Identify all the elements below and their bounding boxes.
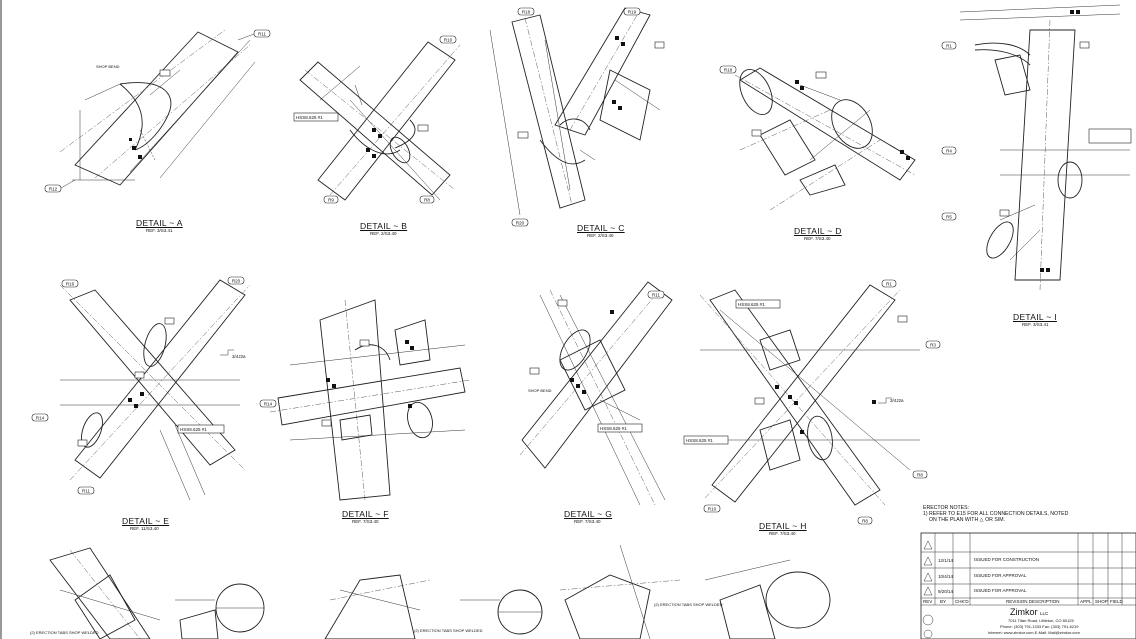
detail-ref: REF. 7/S3.40	[352, 519, 379, 524]
erection-tabs-label: (2) ERECTION TABS SHOP WELDED	[30, 630, 99, 635]
header-shop: SHOP	[1095, 599, 1108, 604]
bottom-partial-details	[49, 544, 831, 639]
gridline-label: R8	[862, 519, 868, 524]
detail-title: DETAIL ~ G	[564, 509, 613, 519]
company-name: Zimkor LLC	[1010, 607, 1048, 617]
company-suffix: LLC	[1040, 611, 1049, 616]
detail-title: DETAIL ~ A	[136, 218, 183, 228]
hss-label-h2: HSS8.625 #1	[686, 438, 713, 443]
gridline-label: R8	[424, 198, 430, 203]
erector-notes-heading: ERECTOR NOTES:	[923, 505, 970, 511]
detail-d-drawing	[734, 67, 916, 211]
detail-g-drawing	[519, 281, 673, 506]
gridline-label: R11	[652, 293, 660, 298]
hss-label-h1: HSS8.625 #1	[738, 302, 765, 307]
header-chkd: CHK'D	[955, 599, 969, 604]
header-description: REVISION DESCRIPTION	[1006, 599, 1060, 604]
detail-f-drawing	[269, 299, 471, 501]
gridline-label: R18	[522, 10, 531, 15]
header-field: FIELD	[1110, 599, 1123, 604]
gridline-label: R8	[917, 473, 923, 478]
detail-a-gridlines: R11 R12	[44, 29, 271, 193]
detail-ref: REF. 7/S3.40	[574, 519, 601, 524]
weld-symbol-label-h: 3/4J2a	[890, 398, 904, 403]
gridline-label: R9	[328, 198, 334, 203]
gridline-label: R14	[36, 416, 45, 421]
gridline-label: R16	[66, 282, 75, 287]
header-by: BY	[940, 599, 947, 604]
detail-title: DETAIL ~ D	[794, 226, 842, 236]
revision-date: 12/1/14	[938, 558, 954, 563]
company-name-text: Zimkor	[1010, 607, 1038, 617]
detail-a-drawing	[59, 29, 256, 186]
erector-notes-line: 1) REFER TO E15 FOR ALL CONNECTION DETAI…	[923, 511, 1069, 517]
shop-bend-label-g: SHOP BEND	[528, 388, 552, 393]
gridline-label: R11	[82, 489, 90, 494]
company-address: 7011 Titan Road, Littleton, CO 80125	[1008, 618, 1074, 623]
detail-ref: REF. 2/S3.40	[587, 233, 614, 238]
company-phone: Phone: (303) 791-1333 Fax: (303) 791-621…	[1000, 624, 1079, 629]
detail-ref: REF. 3/S3.41	[1022, 322, 1049, 327]
detail-d-gridlines: R18	[719, 65, 737, 74]
gridline-label: R5	[946, 215, 952, 220]
hss-label-e: HSS8.625 #1	[180, 427, 207, 432]
shop-bend-label: SHOP BEND	[96, 64, 120, 69]
detail-ref: REF. 3/S3.41	[146, 228, 173, 233]
detail-ref: REF. 7/S3.40	[769, 531, 796, 536]
weld-symbol-label: 3/4J2a	[232, 354, 246, 359]
detail-c-gridlines: R18 R19 R20	[511, 7, 641, 227]
gridline-label: R1	[886, 282, 892, 287]
detail-e-drawing	[59, 279, 251, 501]
company-internet: Internet: www.zimkor.com E-Mail: Mail@zi…	[988, 630, 1080, 635]
detail-title: DETAIL ~ B	[360, 221, 408, 231]
header-rev: REV	[923, 599, 933, 604]
revision-description: ISSUED FOR APPROVAL	[974, 573, 1027, 578]
detail-title: DETAIL ~ H	[759, 521, 807, 531]
gridline-label: R12	[49, 187, 58, 192]
gridline-label: R1	[946, 44, 952, 49]
erection-tabs-label-3: (2) ERECTION TABS SHOP WELDED	[654, 602, 723, 607]
connection-symbol-icon: △	[979, 517, 984, 523]
gridline-label: R20	[232, 279, 241, 284]
hss-label-g: HSS8.625 #1	[600, 426, 627, 431]
detail-e-gridlines: R16 R20 R14 R11	[31, 276, 245, 495]
gridline-label: R18	[724, 68, 733, 73]
revision-description: ISSUED FOR CONSTRUCTION	[974, 557, 1040, 562]
gridline-label: R3	[930, 343, 936, 348]
gridline-label: R10	[708, 507, 717, 512]
detail-ref: REF. 2/S3.40	[370, 231, 397, 236]
detail-i-drawing	[959, 4, 1130, 291]
detail-ref: REF. 11/S3.40	[130, 526, 159, 531]
erector-notes-line: OR SIM.	[985, 517, 1005, 523]
gridline-label: R4	[946, 149, 952, 154]
detail-title: DETAIL ~ E	[122, 516, 170, 526]
revision-date: 10/4/14	[938, 574, 954, 579]
header-appl: APPL	[1080, 599, 1092, 604]
detail-b-gridlines: R10 R9 R8	[323, 35, 457, 204]
detail-c-drawing	[489, 7, 665, 216]
detail-f-gridlines: R14	[259, 399, 277, 408]
gridline-label: R14	[264, 402, 273, 407]
detail-g-gridlines: R11	[647, 290, 665, 299]
detail-title: DETAIL ~ I	[1013, 312, 1057, 322]
erector-notes-line: ON THE PLAN WITH	[929, 517, 979, 523]
gridline-label: R19	[628, 10, 637, 15]
revision-description: ISSUED FOR APPROVAL	[974, 588, 1027, 593]
erector-notes: ERECTOR NOTES: 1) REFER TO E15 FOR ALL C…	[923, 505, 1068, 523]
detail-h-drawing	[699, 284, 920, 506]
gridline-label: R11	[258, 32, 266, 37]
detail-title: DETAIL ~ C	[577, 223, 625, 233]
detail-b-drawing	[299, 41, 461, 201]
detail-title: DETAIL ~ F	[342, 509, 389, 519]
detail-ref: REF. 7/S3.40	[804, 236, 831, 241]
revision-date: 9/20/14	[938, 589, 954, 594]
erection-tabs-label-2: (2) ERECTION TABS SHOP WELDED	[414, 628, 483, 633]
detail-h-gridlines: R1 R3 R8 R10 R8	[703, 279, 941, 525]
detail-i-gridlines: R1 R4 R5	[941, 41, 957, 221]
gridline-label: R10	[444, 38, 453, 43]
title-block	[920, 532, 1136, 639]
gridline-label: R20	[516, 221, 525, 226]
hss-label-b: HSS8.625 #1	[296, 115, 323, 120]
